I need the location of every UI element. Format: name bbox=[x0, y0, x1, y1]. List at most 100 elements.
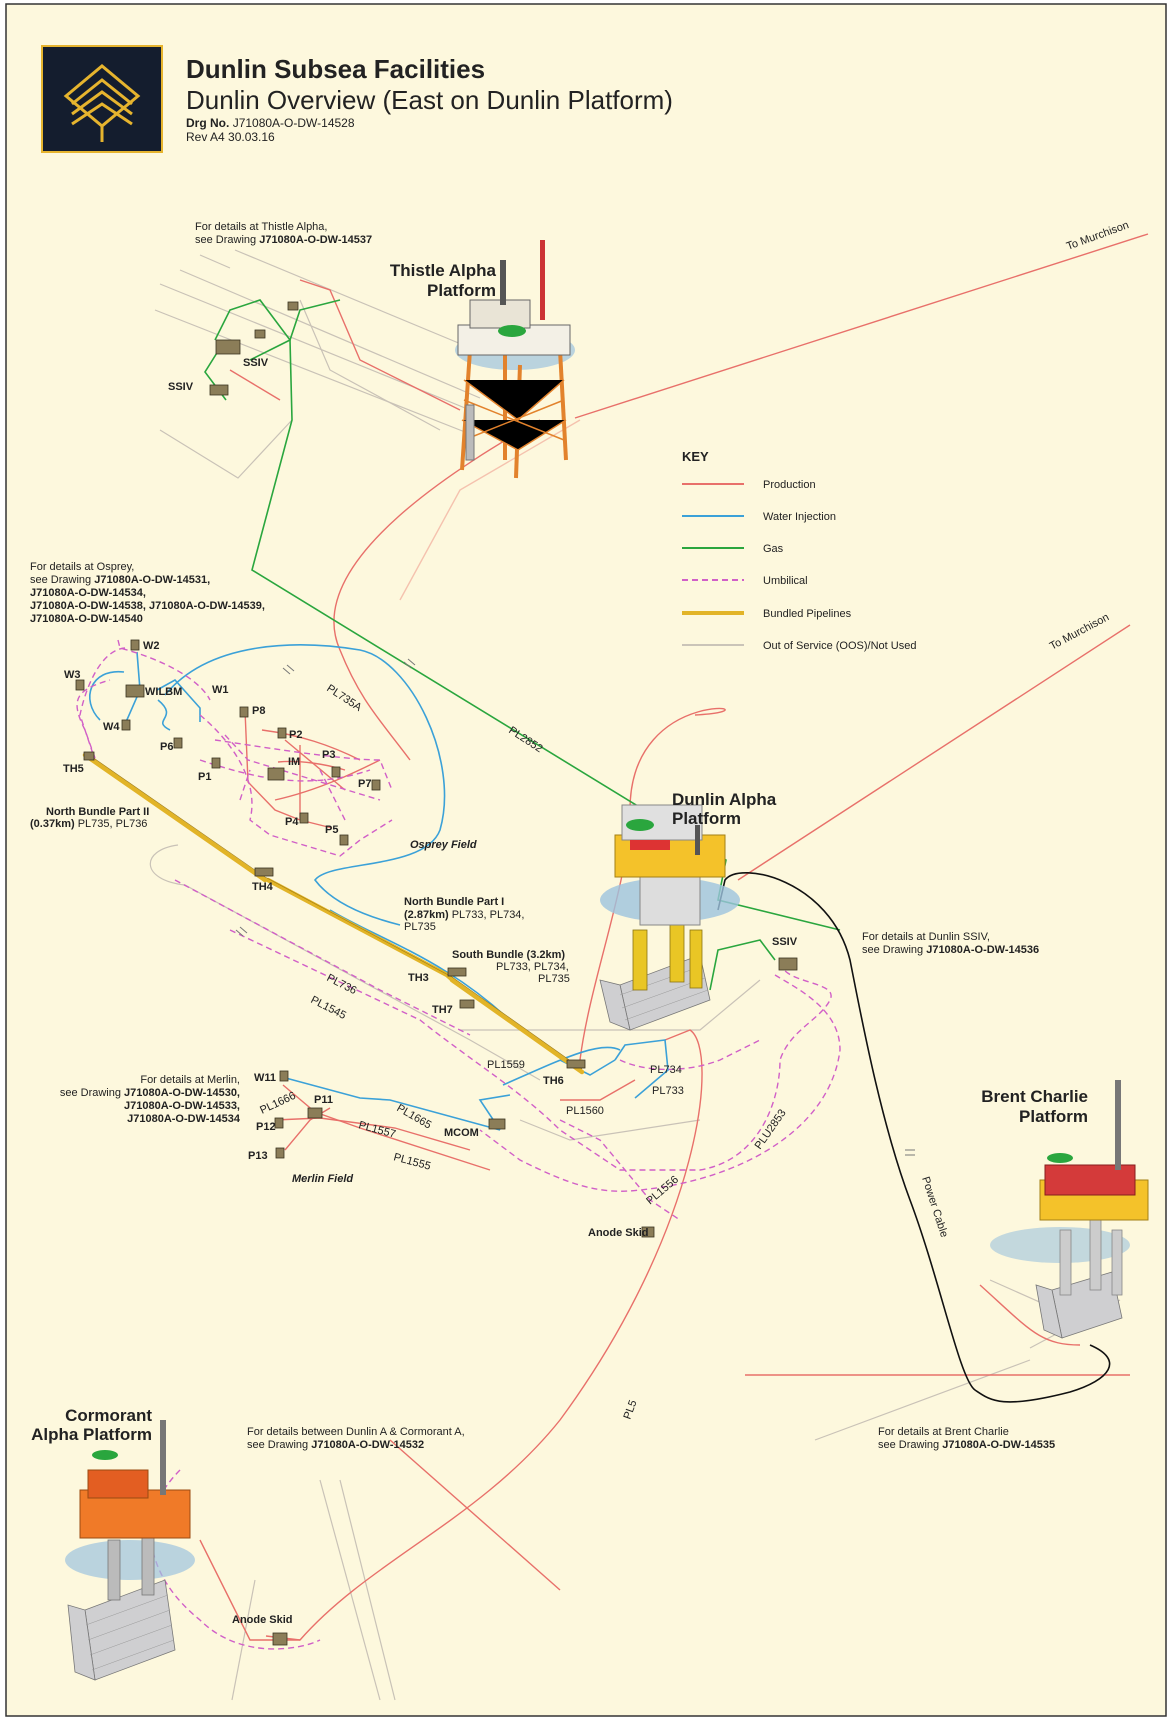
svg-text:J71080A-O-DW-14534,: J71080A-O-DW-14534, bbox=[30, 587, 146, 599]
legend-item: Umbilical bbox=[682, 575, 808, 587]
osprey-field-label: Osprey Field bbox=[410, 839, 477, 851]
svg-text:PL735: PL735 bbox=[404, 921, 436, 933]
pipeline-label: PL734 bbox=[650, 1064, 682, 1076]
brent-name: Brent Charlie bbox=[981, 1087, 1088, 1106]
well-label: W4 bbox=[103, 721, 120, 733]
cormorant-alpha-platform bbox=[65, 1420, 195, 1681]
svg-text:see Drawing J71080A-O-DW-14536: see Drawing J71080A-O-DW-14536 bbox=[862, 944, 1039, 956]
pipeline-label: PL1560 bbox=[566, 1105, 604, 1117]
well-label: P6 bbox=[160, 741, 173, 753]
mcom-label: MCOM bbox=[444, 1127, 479, 1139]
platform-names: Thistle Alpha Platform Dunlin Alpha Plat… bbox=[31, 261, 1088, 1444]
svg-text:Production: Production bbox=[763, 479, 816, 491]
well-label: P3 bbox=[322, 749, 335, 761]
note-thistle: For details at Thistle Alpha, bbox=[195, 221, 327, 233]
svg-text:PL735: PL735 bbox=[538, 973, 570, 985]
break-markers bbox=[235, 658, 915, 1156]
tee-label: TH7 bbox=[432, 1004, 453, 1016]
svg-text:J71080A-O-DW-14533,: J71080A-O-DW-14533, bbox=[124, 1100, 240, 1112]
legend-item: Bundled Pipelines bbox=[682, 608, 852, 620]
brent-name-2: Platform bbox=[1019, 1107, 1088, 1126]
anode-skid-label: Anode Skid bbox=[588, 1227, 649, 1239]
cormorant-name: Cormorant bbox=[65, 1406, 152, 1425]
tee-label: TH5 bbox=[63, 763, 84, 775]
north-bundle-1-label: North Bundle Part I bbox=[404, 896, 504, 908]
legend-item: Water Injection bbox=[682, 511, 836, 523]
well-label: P11 bbox=[314, 1094, 333, 1106]
svg-text:Water Injection: Water Injection bbox=[763, 511, 836, 523]
legend-title: KEY bbox=[682, 449, 709, 464]
well-label: W2 bbox=[143, 640, 160, 652]
north-bundle-2-label: North Bundle Part II bbox=[46, 806, 149, 818]
ssiv-label: SSIV bbox=[243, 357, 269, 369]
well-label: P13 bbox=[248, 1150, 268, 1162]
drawing-subtitle: Dunlin Overview (East on Dunlin Platform… bbox=[186, 85, 673, 115]
south-bundle-label: South Bundle (3.2km) bbox=[452, 949, 565, 961]
anode-skid-label: Anode Skid bbox=[232, 1614, 293, 1626]
revision: Rev A4 30.03.16 bbox=[186, 130, 275, 144]
tee-label: TH4 bbox=[252, 881, 274, 893]
north-bundle-2-detail: (0.37km) PL735, PL736 bbox=[30, 818, 147, 830]
svg-text:Bundled Pipelines: Bundled Pipelines bbox=[763, 608, 852, 620]
svg-text:see Drawing J71080A-O-DW-14537: see Drawing J71080A-O-DW-14537 bbox=[195, 234, 372, 246]
svg-text:Gas: Gas bbox=[763, 543, 784, 555]
thistle-name: Thistle Alpha bbox=[390, 261, 497, 280]
thistle-name-2: Platform bbox=[427, 281, 496, 300]
svg-text:J71080A-O-DW-14534: J71080A-O-DW-14534 bbox=[127, 1113, 241, 1125]
title-block: Dunlin Subsea Facilities Dunlin Overview… bbox=[186, 54, 673, 144]
power-cable bbox=[717, 872, 1111, 1403]
manifold-label: IM bbox=[288, 756, 300, 768]
production-lines bbox=[199, 233, 1149, 1641]
well-label: P4 bbox=[285, 816, 299, 828]
thistle-alpha-platform bbox=[455, 240, 575, 479]
well-label: P7 bbox=[358, 778, 371, 790]
tee-label: TH6 bbox=[543, 1075, 564, 1087]
cormorant-name-2: Alpha Platform bbox=[31, 1425, 152, 1444]
note-cormorant: For details between Dunlin A & Cormorant… bbox=[247, 1426, 465, 1438]
svg-text:PL733, PL734,: PL733, PL734, bbox=[496, 961, 569, 973]
well-label: W1 bbox=[212, 684, 229, 696]
dunlin-alpha-platform bbox=[599, 804, 740, 1031]
pipeline-label: PL733 bbox=[652, 1085, 684, 1097]
well-label: P5 bbox=[325, 824, 338, 836]
svg-text:see Drawing J71080A-O-DW-14530: see Drawing J71080A-O-DW-14530, bbox=[60, 1087, 240, 1099]
svg-text:J71080A-O-DW-14538, J71080A-O-: J71080A-O-DW-14538, J71080A-O-DW-14539, bbox=[30, 600, 265, 612]
well-label: P2 bbox=[289, 729, 302, 741]
company-logo bbox=[41, 45, 163, 153]
svg-text:Umbilical: Umbilical bbox=[763, 575, 808, 587]
drawing-number: Drg No. J71080A-O-DW-14528 bbox=[186, 116, 355, 130]
ssiv-label: SSIV bbox=[168, 381, 194, 393]
drawing-border bbox=[5, 3, 1167, 1717]
well-label: P1 bbox=[198, 771, 211, 783]
well-label: W11 bbox=[254, 1072, 276, 1084]
svg-text:J71080A-O-DW-14540: J71080A-O-DW-14540 bbox=[30, 613, 143, 625]
well-label: W3 bbox=[64, 669, 81, 681]
merlin-field-label: Merlin Field bbox=[292, 1173, 353, 1185]
tee-label: TH3 bbox=[408, 972, 429, 984]
note-ssiv: For details at Dunlin SSIV, bbox=[862, 931, 990, 943]
well-label: P8 bbox=[252, 705, 265, 717]
dunlin-name-2: Platform bbox=[672, 809, 741, 828]
drawing-title: Dunlin Subsea Facilities bbox=[186, 54, 485, 84]
reference-notes: For details at Thistle Alpha, see Drawin… bbox=[30, 221, 1055, 1451]
svg-text:see Drawing J71080A-O-DW-14535: see Drawing J71080A-O-DW-14535 bbox=[878, 1439, 1055, 1451]
legend-item: Gas bbox=[682, 543, 784, 555]
note-osprey: For details at Osprey, bbox=[30, 561, 134, 573]
brent-charlie-platform bbox=[990, 1080, 1149, 1339]
legend-item: Out of Service (OOS)/Not Used bbox=[682, 640, 916, 652]
pipelines bbox=[76, 233, 1149, 1701]
svg-text:see Drawing J71080A-O-DW-14532: see Drawing J71080A-O-DW-14532 bbox=[247, 1439, 424, 1451]
svg-text:see Drawing J71080A-O-DW-14531: see Drawing J71080A-O-DW-14531, bbox=[30, 574, 210, 586]
legend-item: Production bbox=[682, 479, 816, 491]
svg-text:Out of Service (OOS)/Not Used: Out of Service (OOS)/Not Used bbox=[763, 640, 916, 652]
bundle-outline bbox=[84, 751, 583, 1070]
pipeline-label: PL1559 bbox=[487, 1059, 525, 1071]
note-merlin: For details at Merlin, bbox=[140, 1074, 240, 1086]
legend: KEY Production Water Injection Gas Umbil… bbox=[682, 449, 916, 652]
wilbm-label: WILBM bbox=[145, 686, 182, 698]
ssiv-label: SSIV bbox=[772, 936, 798, 948]
well-label: P12 bbox=[256, 1121, 276, 1133]
dunlin-name: Dunlin Alpha bbox=[672, 790, 777, 809]
